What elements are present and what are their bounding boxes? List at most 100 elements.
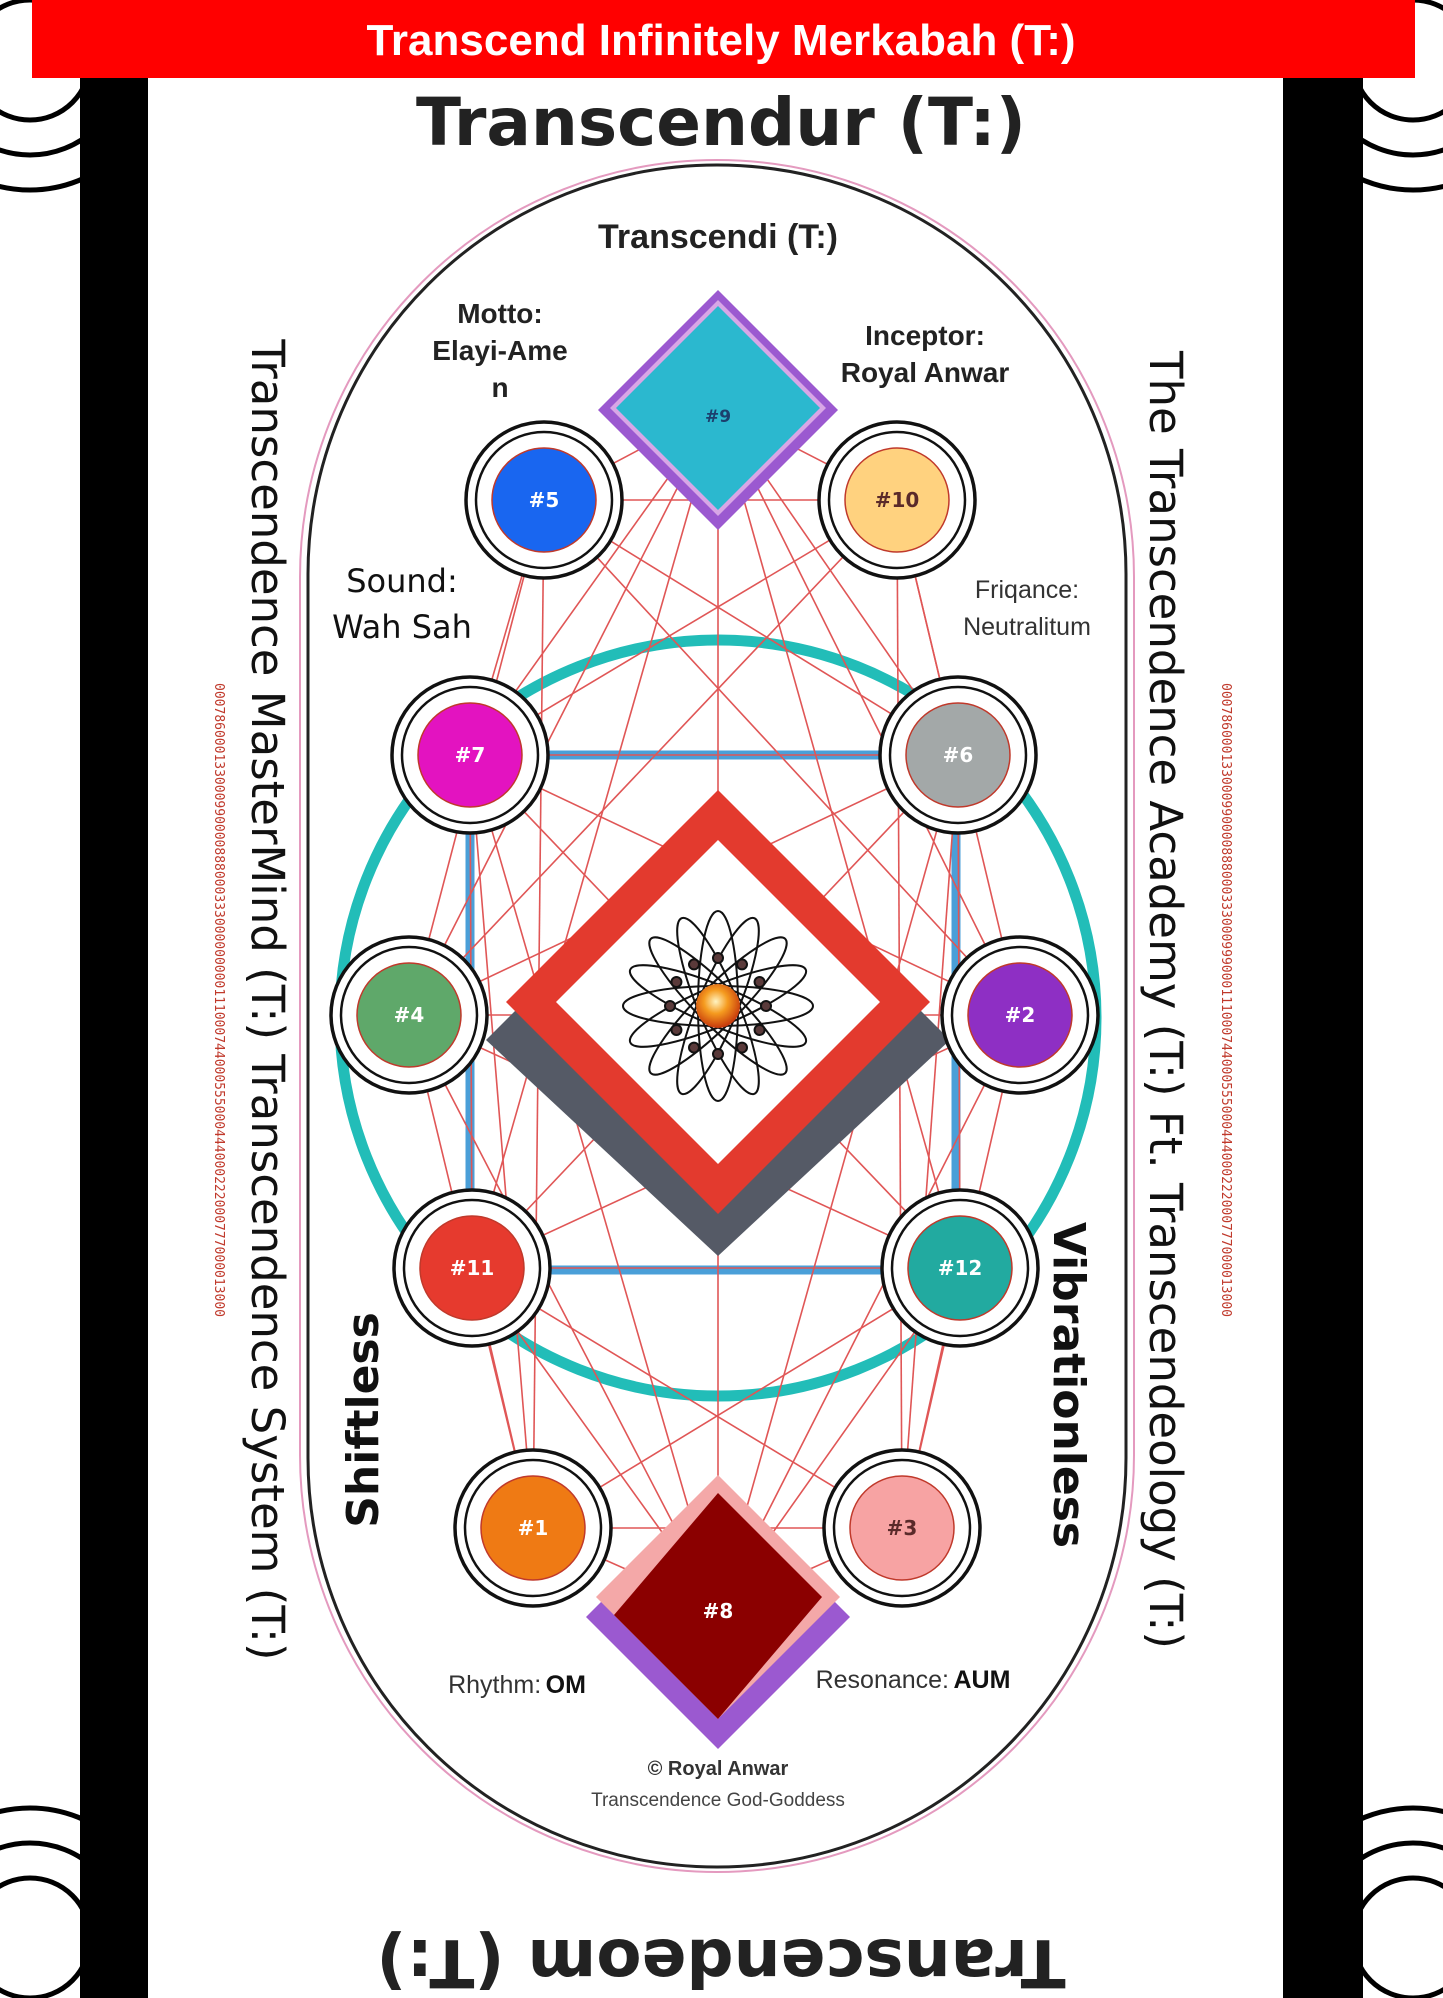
connection-line (408, 499, 898, 1016)
connection-line (469, 754, 719, 1611)
vibrationless-label: Vibrationless (1043, 1222, 1094, 1548)
node-inner-ring (950, 945, 1090, 1085)
node-inner-ring (463, 1458, 603, 1598)
node-2: #2 (940, 935, 1100, 1095)
node-fill (907, 1215, 1013, 1321)
flower-dot (688, 958, 700, 971)
node-label: #4 (394, 1003, 425, 1027)
flower-dot (736, 958, 748, 971)
flower-dot (753, 976, 766, 988)
diamond-8: #8 (586, 1475, 850, 1749)
node-4: #4 (329, 935, 489, 1095)
friqance-value: Neutralitum (963, 613, 1091, 641)
right-side-title: The Transcendence Academy (T:) Ft. Trans… (1139, 350, 1192, 1649)
rhythm-value: OM (546, 1671, 586, 1699)
node-6: #6 (878, 675, 1038, 835)
motto-line2: n (491, 372, 508, 403)
node-inner-ring (888, 685, 1028, 825)
node-label: #5 (529, 488, 560, 512)
connection-line (408, 1014, 719, 1611)
node-5: #5 (464, 420, 624, 580)
resonance-title: Resonance: (816, 1666, 949, 1694)
connection-line (717, 407, 961, 1269)
connection-line (717, 754, 959, 1611)
title-banner (32, 0, 1415, 78)
node-label: #10 (875, 488, 920, 512)
node-fill (967, 962, 1073, 1068)
transcendi-label: Transcendi (T:) (598, 218, 838, 256)
connection-line (408, 407, 719, 1016)
bottom-title: Transcendeom (T:) (376, 1924, 1065, 1998)
node-inner-ring (890, 1198, 1030, 1338)
connection-line (901, 754, 959, 1529)
inceptor-title: Inceptor: (865, 320, 985, 351)
connection-line (717, 407, 1021, 1016)
node-12: #12 (880, 1188, 1040, 1348)
rhythm-label: Rhythm: OM (448, 1671, 586, 1699)
node-inner-ring (402, 1198, 542, 1338)
center-orb (696, 984, 740, 1028)
flower-dot (688, 1041, 700, 1054)
node-11: #11 (392, 1188, 552, 1348)
resonance-value: AUM (953, 1666, 1010, 1694)
node-inner-ring (474, 430, 614, 570)
resonance-label: Resonance: AUM (816, 1666, 1011, 1694)
outer-stadium (306, 163, 1128, 1869)
sound-title: Sound: (346, 562, 458, 600)
diamond-8-label: #8 (703, 1599, 734, 1623)
node-fill (356, 962, 462, 1068)
node-inner-ring (400, 685, 540, 825)
node-inner-ring (827, 430, 967, 570)
node-label: #11 (450, 1256, 495, 1280)
flower-dot (664, 1000, 676, 1012)
motto-title: Motto: (457, 298, 543, 329)
connection-line (543, 499, 1021, 1016)
flower-dot (736, 1041, 748, 1054)
left-micro-code: 0007860001330009900008880003330000000001… (211, 683, 226, 1317)
top-title: Transcendur (T:) (416, 84, 1026, 161)
diamond-9: #9 (598, 290, 838, 530)
friqance-title: Friqance: (975, 576, 1079, 604)
rhythm-title: Rhythm: (448, 1671, 541, 1699)
connection-line (471, 1267, 903, 1529)
connection-line (543, 499, 959, 756)
node-fill (849, 1475, 955, 1581)
node-label: #3 (887, 1516, 918, 1540)
node-fill (480, 1475, 586, 1581)
flower-dot (670, 1024, 683, 1036)
node-7: #7 (390, 675, 550, 835)
node-label: #12 (938, 1256, 983, 1280)
copyright-text: © Royal Anwar (648, 1758, 789, 1780)
flower-dot (712, 952, 724, 964)
node-10: #10 (817, 420, 977, 580)
node-label: #6 (943, 743, 974, 767)
inceptor-name: Royal Anwar (841, 357, 1010, 388)
flower-dot (753, 1024, 766, 1036)
copyright-subtitle: Transcendence God-Goddess (591, 1790, 845, 1811)
connection-line (717, 1014, 1021, 1611)
node-fill (905, 702, 1011, 808)
banner-title: Transcend Infinitely Merkabah (T:) (366, 16, 1075, 65)
shiftless-label: Shiftless (338, 1312, 389, 1528)
node-label: #2 (1005, 1003, 1036, 1027)
node-inner-ring (339, 945, 479, 1085)
flower-dot (760, 1000, 772, 1012)
node-fill (491, 447, 597, 553)
left-side-title: Transcendence MasterMind (T:) Transcende… (241, 338, 294, 1660)
node-fill (417, 702, 523, 808)
connection-line (469, 754, 534, 1529)
node-group: #1 #2 #3 #4 #5 #6 #7 #10 #11 #12 (329, 420, 1100, 1608)
sound-value: Wah Sah (332, 608, 472, 646)
node-fill (844, 447, 950, 553)
motto-line1: Elayi-Ame (432, 335, 567, 366)
right-micro-code: 0007860001330009900008880003330009990001… (1218, 683, 1233, 1317)
flower-dot (670, 976, 683, 988)
connection-line (471, 407, 719, 1269)
flower-dot (712, 1048, 724, 1060)
node-1: #1 (453, 1448, 613, 1608)
connection-line (532, 1267, 961, 1529)
outer-stadium-pink (299, 159, 1135, 1873)
diamond-9-label: #9 (705, 407, 731, 427)
node-label: #7 (455, 743, 486, 767)
